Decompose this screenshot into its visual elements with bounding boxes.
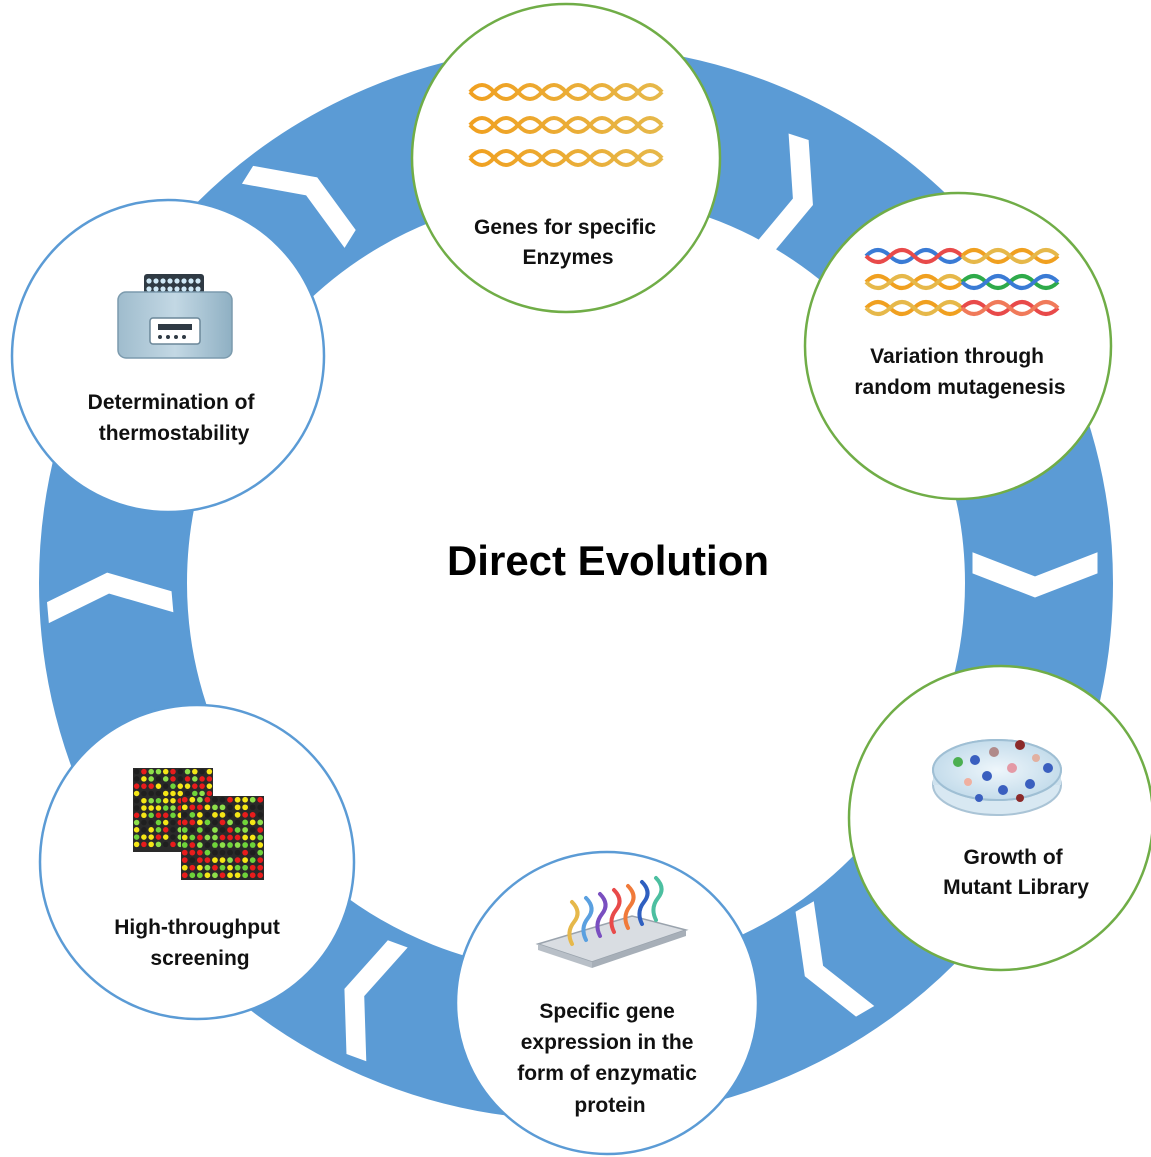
gene-expression-slide-icon	[535, 876, 689, 968]
mutated-dna-icon	[864, 248, 1060, 316]
step-label: Growth of Mutant Library	[943, 846, 1089, 899]
step-circle	[454, 850, 760, 1156]
step-node-thermostability: Determination of thermostability	[10, 198, 326, 514]
petri-dish-icon	[932, 739, 1062, 816]
dna-strands-icon	[468, 83, 664, 167]
step-circle	[803, 191, 1113, 501]
arrow-chevron	[795, 901, 875, 1017]
step-node-mutagenesis: Variation through random mutagenesis	[803, 191, 1113, 501]
step-node-mutant-library: Growth of Mutant Library	[847, 664, 1151, 972]
step-label: High-throughput screening	[114, 916, 285, 970]
step-circle	[847, 664, 1151, 972]
arrow-chevron	[241, 165, 356, 248]
step-node-gene-expression: Specific gene expression in the form of …	[454, 850, 760, 1156]
step-label: Specific gene expression in the form of …	[517, 1000, 703, 1117]
step-label: Genes for specific Enzymes	[474, 216, 662, 269]
arrow-chevron	[751, 133, 813, 256]
microarray-icon	[133, 768, 264, 880]
cycle-arrows	[47, 133, 1098, 1062]
arrow-chevron	[972, 552, 1098, 598]
step-label: Determination of thermostability	[88, 391, 261, 445]
arrow-chevron	[47, 572, 174, 624]
step-node-genes: Genes for specific Enzymes	[410, 2, 722, 314]
thermal-cycler-icon	[117, 274, 233, 359]
diagram-title: Direct Evolution	[447, 537, 769, 584]
arrow-chevron	[344, 940, 408, 1062]
step-node-screening: High-throughput screening	[38, 703, 356, 1021]
step-label: Variation through random mutagenesis	[854, 345, 1065, 399]
